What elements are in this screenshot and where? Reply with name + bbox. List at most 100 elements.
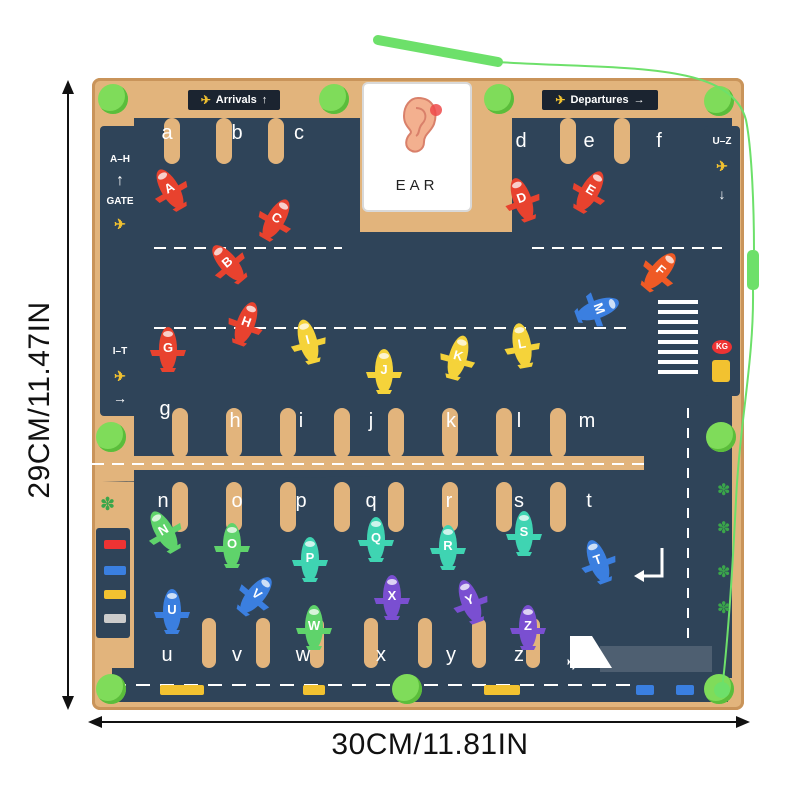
plane-shape	[154, 589, 190, 634]
arrow-down-icon: ↓	[718, 186, 726, 202]
plane-piece-j[interactable]: J	[366, 348, 402, 394]
peg-bottom-mid	[392, 674, 422, 704]
letter-label-f: f	[656, 130, 662, 152]
plane-shape	[504, 323, 540, 369]
plane-shape	[154, 169, 188, 212]
car-icon	[303, 685, 325, 695]
plane-shape	[214, 523, 250, 568]
plane-letter: W	[307, 618, 321, 633]
plane-piece-q[interactable]: Q	[358, 516, 394, 562]
luggage-icon	[712, 360, 730, 382]
plane-shape	[296, 605, 332, 650]
plane-letter: S	[519, 524, 529, 539]
plane-shape	[148, 511, 182, 554]
car-icon	[104, 566, 126, 575]
gate-icon: ✈	[716, 158, 728, 174]
plane-shape	[290, 319, 326, 365]
plane-shape	[212, 245, 248, 285]
plane-piece-t[interactable]: T	[573, 533, 623, 589]
height-dimension-label: 29CM/11.47IN	[23, 301, 56, 499]
peg-top-mid-right	[484, 84, 514, 114]
width-dimension-label: 30CM/11.81IN	[331, 728, 529, 761]
letter-label-d: d	[515, 130, 527, 152]
departures-sign: ✈ Departures →	[542, 90, 658, 110]
plane-piece-v[interactable]: V	[227, 566, 284, 624]
arrow-up-icon: ↑	[261, 94, 268, 106]
peg-top-left	[98, 84, 128, 114]
plane-shape	[358, 517, 394, 562]
plane-piece-h[interactable]: H	[221, 295, 271, 351]
letter-label-w: w	[295, 644, 311, 666]
letter-label-z: z	[514, 644, 524, 666]
plane-piece-l[interactable]: L	[500, 319, 543, 371]
range-label-a-h: A–H	[109, 154, 130, 165]
plane-shape	[574, 292, 619, 327]
arrow-right-icon: →	[633, 94, 645, 106]
plane-piece-w[interactable]: W	[296, 604, 332, 650]
ear-icon	[402, 96, 442, 153]
letter-label-j: j	[368, 410, 374, 432]
airplane-icon: ✈	[200, 93, 211, 107]
letter-label-r: r	[445, 490, 453, 512]
arrivals-label: Arrivals	[215, 94, 257, 106]
plane-shape	[366, 349, 402, 394]
letter-label-y: y	[446, 644, 456, 666]
plane-piece-o[interactable]: O	[214, 522, 250, 568]
plane-piece-z[interactable]: Z	[510, 604, 546, 650]
plane-piece-b[interactable]: B	[199, 234, 256, 292]
plane-piece-r[interactable]: R	[430, 524, 466, 570]
letter-label-e: e	[583, 130, 595, 152]
peg-top-mid-left	[319, 84, 349, 114]
plane-shape	[453, 580, 488, 625]
plane-shape	[292, 537, 328, 582]
plane-piece-k[interactable]: K	[435, 330, 482, 384]
plane-shape	[640, 253, 676, 293]
letter-label-n: n	[157, 490, 169, 512]
airplane-icon: ✈	[555, 93, 566, 107]
arrow-right-icon: →	[113, 390, 127, 406]
plane-piece-i[interactable]: I	[285, 314, 332, 368]
letter-label-c: c	[294, 122, 304, 144]
car-icon	[104, 614, 126, 623]
tree-icon: ✽	[717, 564, 731, 581]
bus-icon	[484, 685, 520, 695]
letter-label-v: v	[232, 644, 242, 666]
plane-shape	[236, 577, 272, 617]
plane-piece-x[interactable]: X	[374, 574, 410, 620]
car-icon	[104, 540, 126, 549]
plane-piece-s[interactable]: S	[506, 510, 542, 556]
plane-piece-g[interactable]: G	[150, 326, 186, 372]
letter-label-t: t	[586, 490, 592, 512]
plane-letter: Q	[370, 530, 382, 545]
letter-label-k: k	[446, 410, 456, 432]
plane-piece-a[interactable]: A	[143, 160, 197, 218]
bus-icon	[160, 685, 204, 695]
plane-piece-f[interactable]: F	[631, 242, 688, 300]
airplane-icon: ✈	[566, 650, 585, 675]
plane-piece-p[interactable]: P	[292, 536, 328, 582]
range-label-i-t: I–T	[112, 346, 128, 357]
letter-label-l: l	[516, 410, 522, 432]
plane-piece-u[interactable]: U	[154, 588, 190, 634]
letter-label-s: s	[514, 490, 524, 512]
tree-icon: ✽	[717, 482, 731, 499]
plane-shape	[258, 199, 292, 242]
plane-piece-y[interactable]: Y	[445, 573, 495, 629]
plane-letter: O	[226, 536, 238, 551]
plane-piece-n[interactable]: N	[137, 502, 191, 560]
arrivals-sign: ✈ Arrivals ↑	[188, 90, 280, 110]
plane-letter: X	[387, 588, 397, 603]
tree-icon: ✽	[100, 494, 116, 514]
plane-piece-c[interactable]: C	[249, 190, 303, 248]
letter-label-g: g	[159, 398, 171, 420]
card-word: EAR	[395, 177, 439, 194]
plane-piece-m[interactable]: M	[570, 284, 626, 334]
gate-label: GATE	[106, 196, 134, 207]
peg-mid-right	[706, 422, 736, 452]
letter-label-a: a	[161, 122, 173, 144]
plane-shape	[506, 511, 542, 556]
gate-icon: ✈	[114, 368, 126, 384]
tree-icon: ✽	[717, 520, 731, 537]
plane-letter: Z	[524, 618, 532, 633]
